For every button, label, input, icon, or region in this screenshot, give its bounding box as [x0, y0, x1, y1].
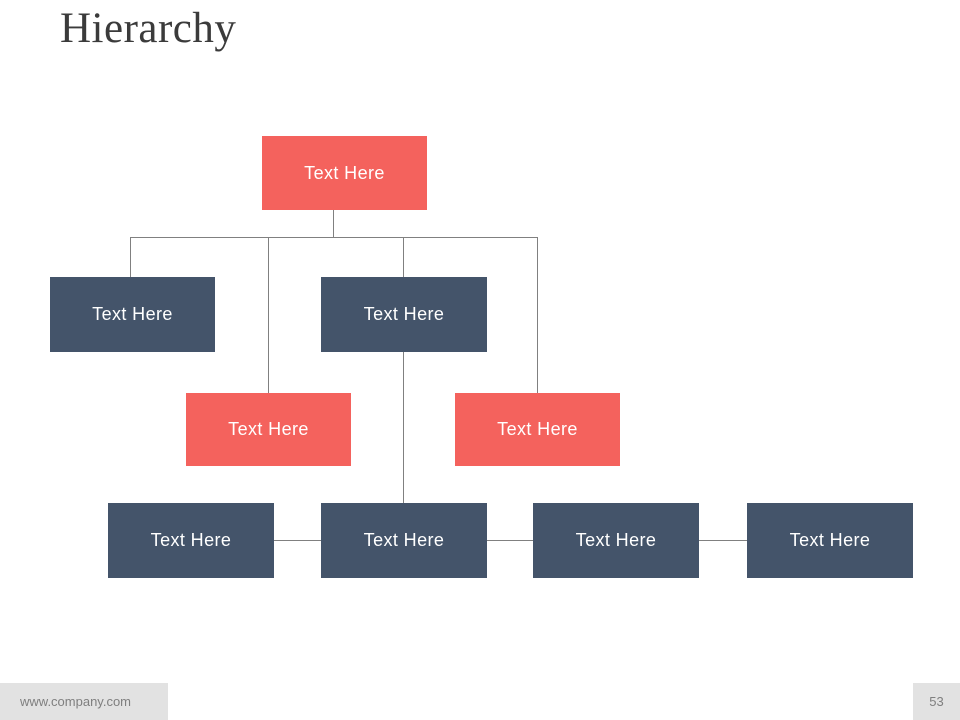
connector-line [699, 540, 747, 541]
footer-website-tab: www.company.com [0, 683, 168, 720]
footer-page-number-tab: 53 [913, 683, 960, 720]
hierarchy-node-l3-left[interactable]: Text Here [186, 393, 351, 466]
connector-line [333, 209, 334, 238]
connector-line [130, 237, 131, 277]
connector-line [274, 540, 321, 541]
connector-line [403, 352, 404, 503]
hierarchy-node-l4-3[interactable]: Text Here [533, 503, 699, 578]
connector-line [130, 237, 538, 238]
hierarchy-node-l4-2[interactable]: Text Here [321, 503, 487, 578]
hierarchy-node-l3-right[interactable]: Text Here [455, 393, 620, 466]
connector-line [268, 237, 269, 393]
hierarchy-node-l2-left[interactable]: Text Here [50, 277, 215, 352]
slide-title: Hierarchy [60, 5, 237, 52]
connector-line [487, 540, 533, 541]
hierarchy-node-l2-center[interactable]: Text Here [321, 277, 487, 352]
connector-line [403, 237, 404, 277]
hierarchy-node-l4-4[interactable]: Text Here [747, 503, 913, 578]
page-number: 53 [929, 694, 944, 709]
hierarchy-node-root[interactable]: Text Here [262, 136, 427, 210]
hierarchy-node-l4-1[interactable]: Text Here [108, 503, 274, 578]
connector-line [537, 237, 538, 393]
footer-website-text: www.company.com [20, 694, 132, 709]
